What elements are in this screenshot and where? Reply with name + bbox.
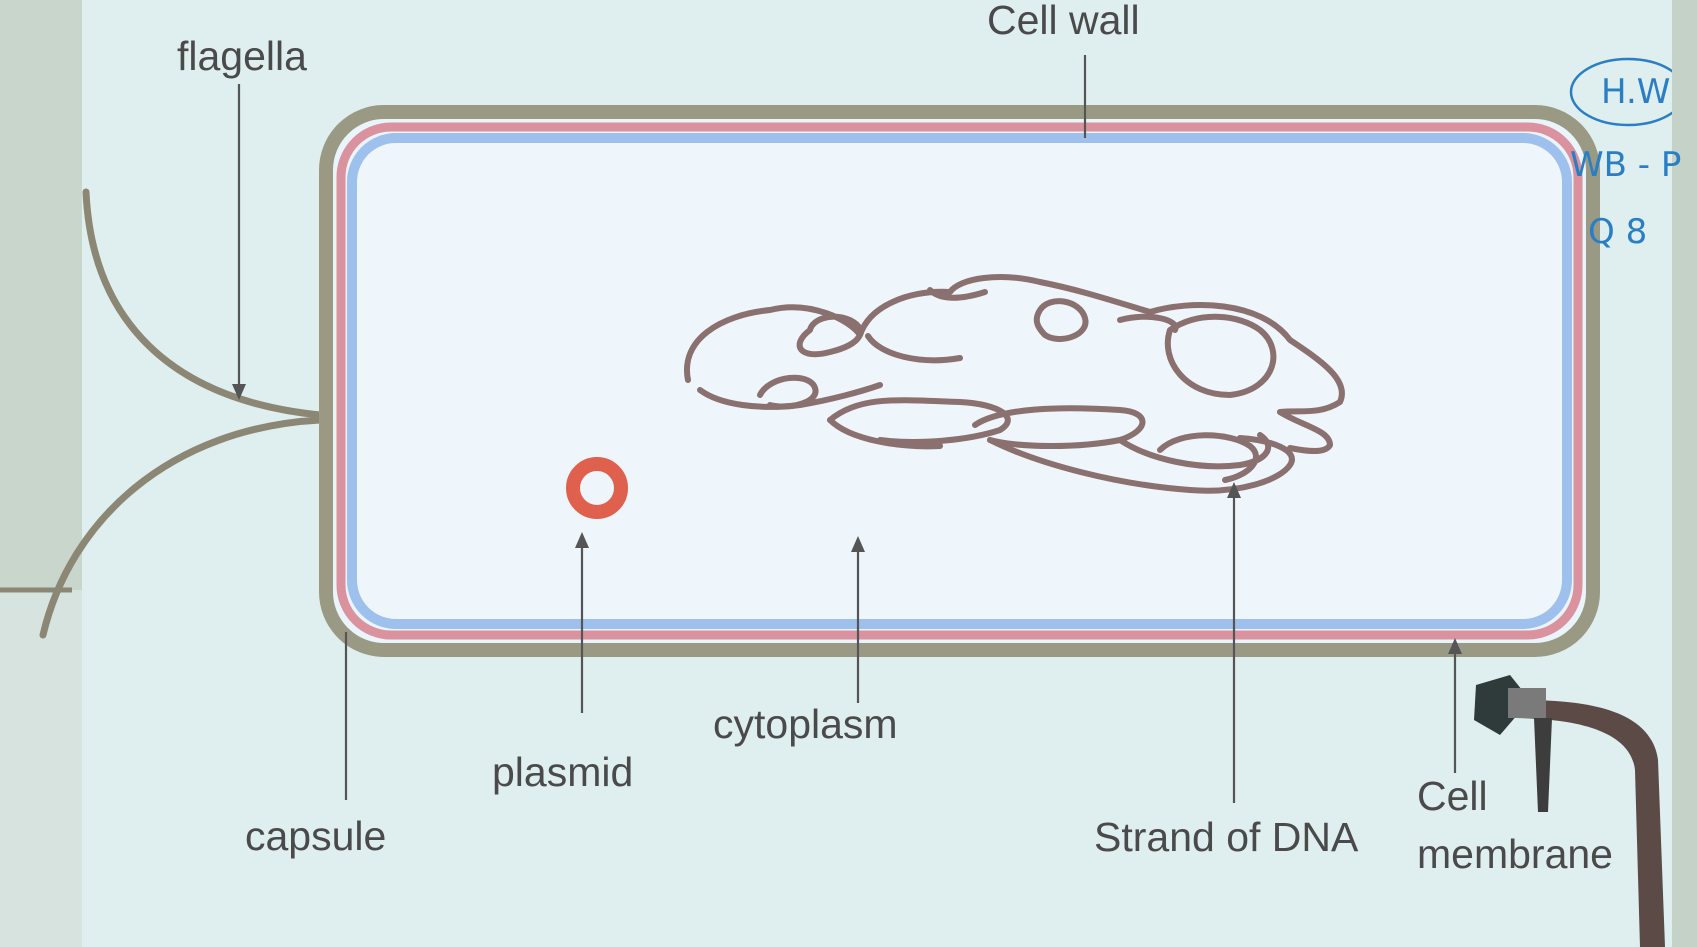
cell-membrane-label-line1: Cell [1417, 773, 1488, 819]
handwritten-workbook-note: WB - P [1570, 145, 1682, 185]
cell-wall-label: Cell wall [987, 0, 1140, 43]
screen-left-edge [0, 0, 82, 590]
cell-membrane-label-line2: membrane [1417, 831, 1613, 877]
plasmid-label: plasmid [492, 749, 634, 795]
capsule-label: capsule [245, 813, 387, 859]
plasmid-ring [566, 457, 628, 519]
cell-membrane-label: Cell membrane [1417, 767, 1613, 883]
cell-wall-layer [336, 122, 1583, 640]
pointer-arrowheads [232, 384, 1462, 654]
screen-left-edge-lower [0, 590, 82, 947]
flagella-label: flagella [177, 33, 307, 79]
pointer-device [1474, 675, 1665, 947]
cell-membrane-layer [347, 133, 1572, 629]
handwritten-homework-note: H.W [1601, 72, 1671, 112]
flagella-shape [39, 188, 324, 639]
strand-of-dna-label: Strand of DNA [1094, 814, 1359, 860]
dna-strand-shape [683, 274, 1345, 494]
label-pointers [237, 55, 1457, 803]
screen-right-edge [1672, 0, 1697, 947]
cytoplasm-label: cytoplasm [713, 701, 898, 747]
handwritten-question-note: Q 8 [1588, 212, 1648, 252]
